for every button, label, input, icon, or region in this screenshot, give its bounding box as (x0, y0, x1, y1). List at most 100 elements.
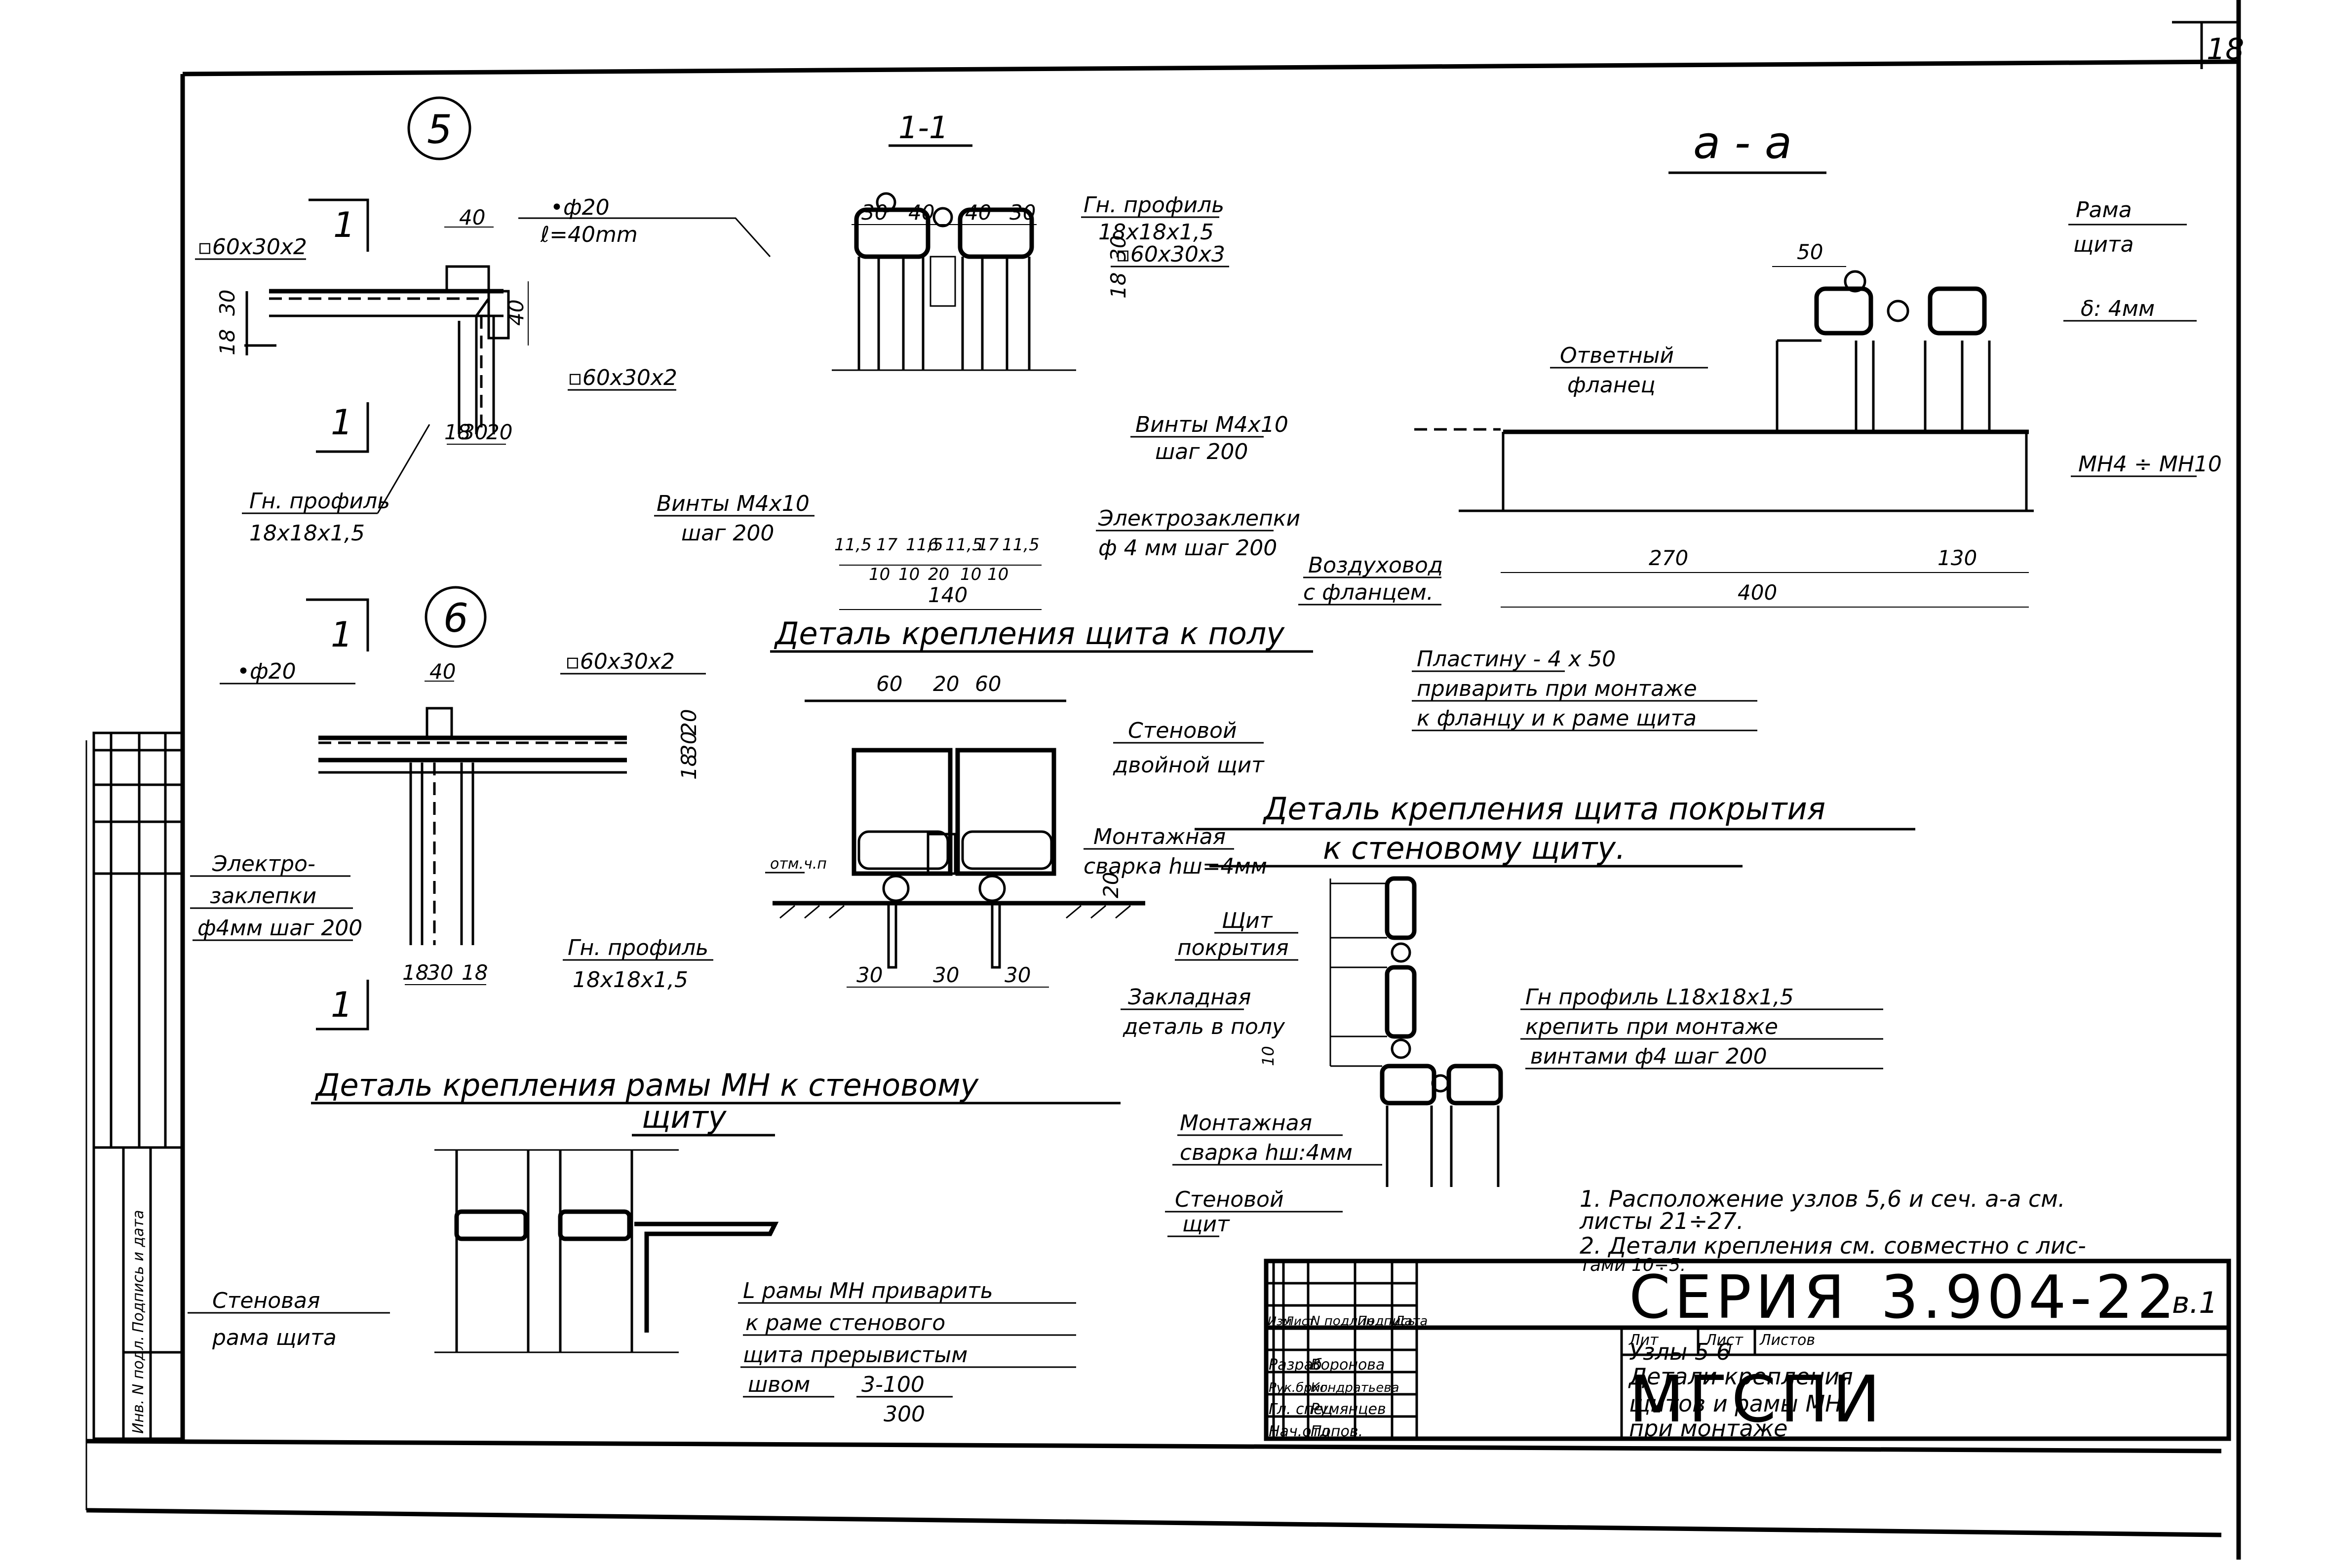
svg-text:18x18x1,5: 18x18x1,5 (249, 521, 365, 546)
svg-text:Листов: Листов (1759, 1332, 1815, 1349)
node5-tube-top-label: ▫60x30x2 (197, 234, 307, 260)
svg-text:40: 40 (908, 200, 934, 225)
role-label: Гл. спец (1269, 1401, 1333, 1418)
inv-number-label: Инв. N подл. (130, 1336, 147, 1434)
svg-text:11,5: 11,5 (834, 535, 872, 555)
svg-text:Винты М4x10: Винты М4x10 (657, 491, 810, 516)
svg-text:40: 40 (459, 205, 485, 229)
svg-text:10: 10 (987, 565, 1008, 584)
svg-text:Щит: Щит (1222, 908, 1273, 933)
svg-text:Винты М4x10: Винты М4x10 (1135, 412, 1288, 437)
svg-text:▫60x30x2: ▫60x30x2 (565, 649, 675, 674)
svg-text:1: 1 (333, 205, 355, 245)
svg-text:▫60x30x3: ▫60x30x3 (1116, 242, 1225, 267)
svg-text:крепить при монтаже: крепить при монтаже (1525, 1014, 1778, 1039)
svg-text:60: 60 (876, 672, 902, 696)
svg-text:10: 10 (1259, 1046, 1278, 1066)
drawing-title-line: щитов и рамы МН (1629, 1390, 1842, 1417)
svg-text:60: 60 (975, 672, 1001, 696)
roof-detail-title-1: Деталь крепления щита покрытия (1262, 791, 1825, 827)
svg-text:20: 20 (677, 709, 701, 735)
svg-text:щита прерывистым: щита прерывистым (743, 1342, 968, 1368)
note-line: тами 10÷5. (1580, 1255, 1686, 1275)
svg-text:6: 6 (443, 595, 468, 641)
svg-text:30: 30 (1009, 200, 1036, 225)
svg-text:к фланцу и к раме щита: к фланцу и к раме щита (1417, 706, 1697, 731)
floor-detail-title: Деталь крепления щита к полу (774, 615, 1285, 651)
svg-text:Лит: Лит (1628, 1332, 1659, 1349)
svg-text:6: 6 (928, 535, 939, 555)
svg-text:ф 4 мм шаг 200: ф 4 мм шаг 200 (1098, 535, 1277, 561)
svg-text:Монтажная: Монтажная (1180, 1110, 1312, 1136)
svg-text:30: 30 (462, 420, 488, 444)
svg-text:18: 18 (215, 329, 239, 355)
svg-text:к раме стенового: к раме стенового (745, 1310, 945, 1336)
svg-text:3-100: 3-100 (861, 1372, 925, 1397)
sheet-number: 11 (1715, 1341, 1734, 1359)
signature-date-label: Подпись и дата (130, 1210, 147, 1333)
svg-text:Пластину - 4 x 50: Пластину - 4 x 50 (1417, 647, 1616, 672)
svg-text:Изм: Изм (1268, 1314, 1292, 1328)
svg-text:30: 30 (861, 200, 888, 225)
svg-text:5: 5 (427, 107, 452, 153)
svg-text:20: 20 (486, 420, 512, 444)
series-label: СЕРИЯ (1629, 1263, 1849, 1332)
series-suffix: в.1 (2172, 1286, 2218, 1320)
svg-text:50: 50 (1797, 240, 1823, 264)
svg-text:отм.ч.п: отм.ч.п (770, 855, 827, 873)
svg-text:40: 40 (504, 300, 528, 326)
person-name: Воронова (1311, 1356, 1385, 1374)
svg-text:приварить при монтаже: приварить при монтаже (1417, 676, 1697, 701)
svg-text:щита: щита (2073, 232, 2134, 257)
svg-text:Дата: Дата (1394, 1314, 1428, 1329)
svg-text:20: 20 (1099, 872, 1123, 898)
node-5-marker (407, 96, 471, 160)
svg-text:•ф20: •ф20 (237, 659, 296, 684)
person-name: Румянцев (1311, 1401, 1386, 1418)
svg-text:18: 18 (1106, 272, 1130, 299)
svg-text:20: 20 (933, 672, 959, 696)
role-label: Нач.отд (1269, 1423, 1330, 1440)
svg-text:11,5: 11,5 (1002, 535, 1040, 555)
svg-text:заклепки: заклепки (210, 883, 316, 909)
svg-text:Подпись: Подпись (1357, 1314, 1415, 1329)
svg-text:1: 1 (331, 402, 353, 443)
svg-text:10: 10 (960, 565, 981, 584)
drawing-title-line: Узлы 5 6 (1629, 1339, 1731, 1365)
role-label: Рук.бриг. (1269, 1380, 1331, 1395)
svg-text:двойной щит: двойной щит (1113, 753, 1265, 778)
svg-text:Стеновой: Стеновой (1175, 1187, 1284, 1212)
section-1-1-title: 1-1 (898, 110, 948, 146)
svg-text:Рама: Рама (2076, 197, 2132, 223)
svg-text:18: 18 (402, 960, 428, 985)
svg-text:Воздуховод: Воздуховод (1308, 553, 1443, 578)
svg-text:1: 1 (331, 985, 353, 1025)
svg-text:40: 40 (429, 659, 456, 684)
svg-text:•ф20: •ф20 (550, 195, 610, 220)
svg-text:швом: швом (748, 1372, 810, 1397)
svg-text:щит: щит (1182, 1212, 1230, 1237)
svg-text:рама щита: рама щита (212, 1325, 337, 1350)
node-6-detail: 6 1 1 40 20 30 18 18 30 18 •ф20 ▫60x30x2… (190, 586, 713, 1031)
svg-text:▫60x30x2: ▫60x30x2 (568, 365, 677, 390)
svg-text:18x18x1,5: 18x18x1,5 (573, 967, 688, 993)
svg-text:N подлин: N подлин (1311, 1314, 1374, 1329)
general-notes: 1. Расположение узлов 5,6 и сеч. а-а см.… (1579, 1186, 2086, 1275)
svg-text:30: 30 (1005, 963, 1031, 987)
svg-text:Электрозаклепки: Электрозаклепки (1098, 506, 1300, 531)
svg-text:Гн. профиль: Гн. профиль (249, 489, 390, 514)
section-a-a: a - a 50 270 130 400 Рама щита δ: 4мм (1298, 117, 2222, 731)
note-line: 1. Расположение узлов 5,6 и сеч. а-а см. (1580, 1186, 2065, 1212)
side-stamp: Инв. N подл. Подпись и дата (92, 731, 184, 1440)
svg-text:30: 30 (856, 963, 883, 987)
svg-text:Гн. профиль: Гн. профиль (568, 935, 708, 960)
svg-text:20: 20 (928, 565, 949, 584)
svg-text:270: 270 (1649, 546, 1688, 570)
title-block: Изм Лист N подлин Подпись Дата Разраб Во… (1264, 1259, 2231, 1442)
svg-text:17: 17 (876, 535, 898, 555)
mh-detail-title-2: щиту (642, 1099, 727, 1135)
svg-text:деталь в полу: деталь в полу (1123, 1014, 1285, 1039)
svg-text:Лист: Лист (1284, 1314, 1316, 1328)
svg-text:ф4мм шаг 200: ф4мм шаг 200 (197, 916, 362, 941)
